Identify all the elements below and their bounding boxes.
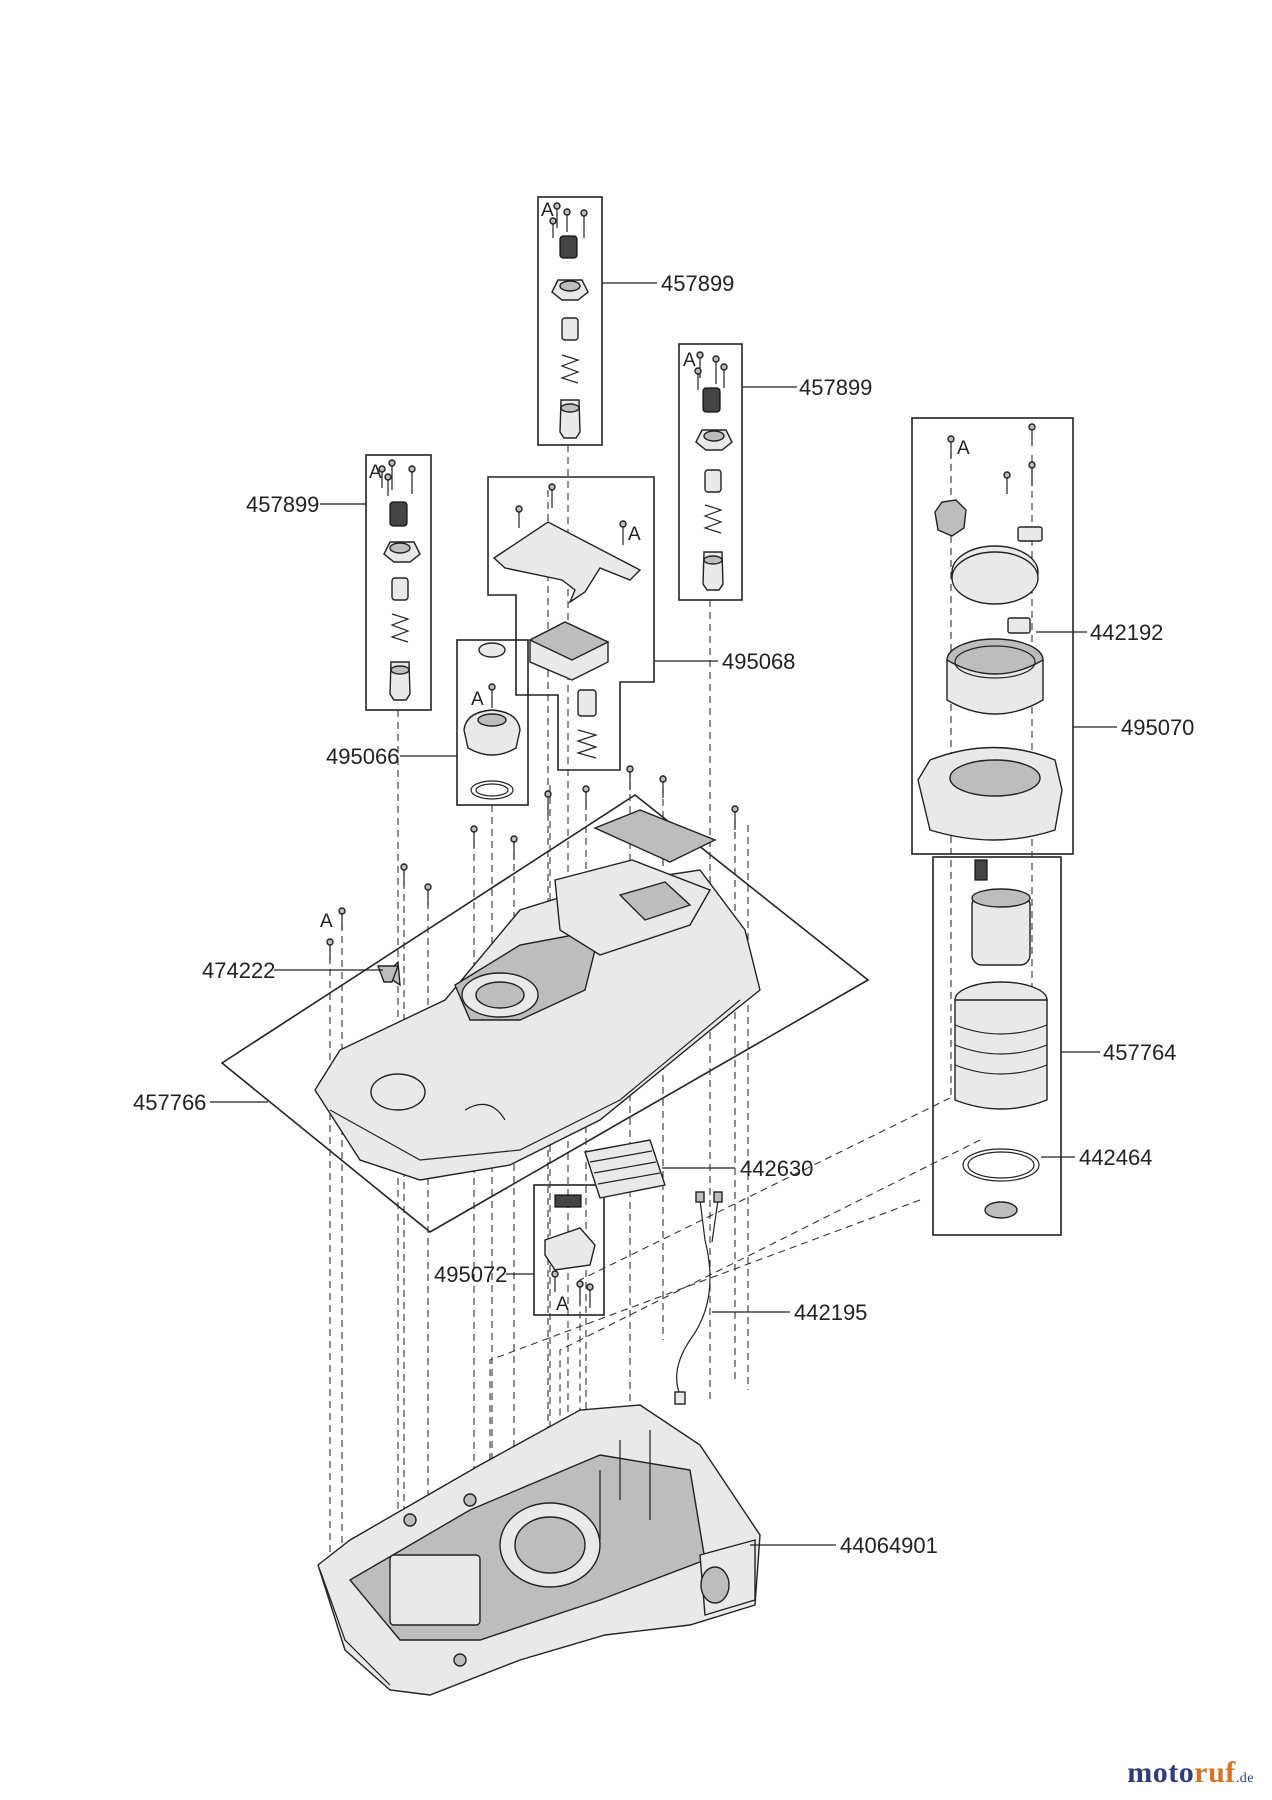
part-label-495072: 495072 <box>434 1262 507 1287</box>
screw-letter: A <box>683 350 696 371</box>
part-label-457899-top: 457899 <box>661 271 734 296</box>
part-label-457766: 457766 <box>133 1090 206 1115</box>
part-label-442195: 442195 <box>794 1300 867 1325</box>
screw-letter: A <box>628 524 641 545</box>
part-label-442464: 442464 <box>1079 1145 1152 1170</box>
bottom-chassis <box>317 1404 761 1696</box>
box-motor <box>932 856 1062 1236</box>
motor-assembly <box>954 859 1048 1219</box>
part-label-474222: 474222 <box>202 958 275 983</box>
part-label-457764: 457764 <box>1103 1040 1176 1065</box>
shell-screws <box>326 765 739 983</box>
box-gear-housing <box>911 417 1074 855</box>
screw-letter: A <box>320 911 333 932</box>
part-label-495068: 495068 <box>722 649 795 674</box>
screw-letter: A <box>556 1294 569 1315</box>
part-label-457899-right: 457899 <box>799 375 872 400</box>
watermark-part2: ruf <box>1194 1756 1236 1789</box>
cartridge-right <box>694 351 733 591</box>
top-shell <box>314 809 761 1199</box>
part-label-442192: 442192 <box>1090 620 1163 645</box>
leader-lines <box>210 282 1117 1546</box>
screw-letter: A <box>541 200 554 221</box>
screw-letter: A <box>957 438 970 459</box>
sensor-board <box>544 1194 596 1308</box>
box-top-shell <box>220 794 870 1233</box>
part-label-457899-left: 457899 <box>246 492 319 517</box>
box-sensor-board <box>533 1184 605 1316</box>
cartridge-left <box>378 459 421 701</box>
box-cover-plate <box>487 476 655 771</box>
cartridge-top <box>549 202 589 439</box>
box-cartridge-top <box>537 196 603 446</box>
part-label-495066: 495066 <box>326 744 399 769</box>
screw-letter: A <box>471 689 484 710</box>
cable <box>674 1191 723 1405</box>
watermark-part3: .de <box>1235 1771 1254 1786</box>
part-label-442630: 442630 <box>740 1156 813 1181</box>
screw-letter: A <box>369 462 382 483</box>
watermark-part1: moto <box>1127 1756 1195 1789</box>
part-label-495070: 495070 <box>1121 715 1194 740</box>
part-label-44064901: 44064901 <box>840 1533 938 1558</box>
cover-plate-assembly <box>492 483 642 759</box>
watermark-logo: motoruf.de <box>1127 1756 1254 1790</box>
cap-assembly <box>463 642 521 800</box>
gear-housing-assembly <box>917 423 1063 841</box>
